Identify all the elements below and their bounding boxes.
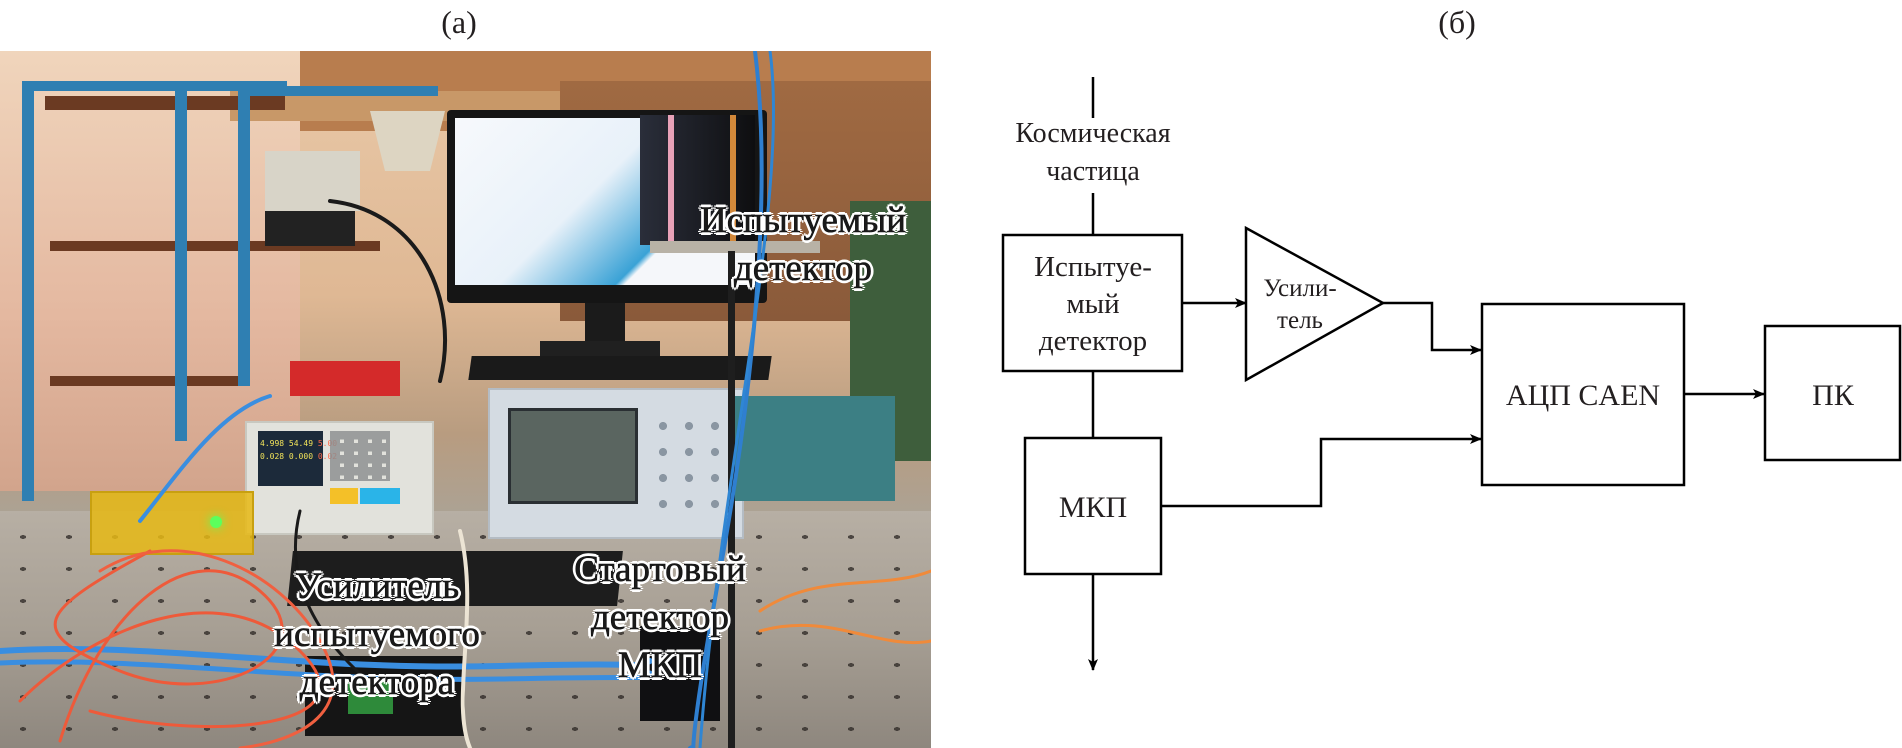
psu-reading: 0.028 <box>260 452 285 461</box>
label-line: испытуемого <box>274 614 480 656</box>
pc-block-label: ПК <box>1812 379 1855 412</box>
orange-cable <box>758 569 931 613</box>
power-supply-display: 4.998 54.49 5.00 0.028 0.000 0.02 <box>258 431 337 486</box>
psu-reading: 5.00 <box>317 439 338 448</box>
psu-reading: 4.998 <box>260 439 285 448</box>
rack-shelf-lower <box>50 376 250 386</box>
panel-a-title: (а) <box>441 4 477 40</box>
label-line: МКП <box>617 645 703 687</box>
amplifier-block-label: Усили- <box>1263 275 1336 302</box>
rack-shelf-middle <box>50 241 380 251</box>
rack-post <box>238 86 250 386</box>
mcp-to-adc-arrow <box>1161 434 1482 508</box>
test-detector-block-label: мый <box>1066 288 1119 320</box>
orange-cable <box>53 549 284 743</box>
label-line: детектора <box>299 662 455 704</box>
test-detector-block-label: детектор <box>1039 325 1147 357</box>
amplifier-block-label: тель <box>1277 307 1323 334</box>
photo-label-start-detector: Стартовый детектор МКП <box>540 546 780 690</box>
cosmic-particle-label: частица <box>1046 156 1140 187</box>
psu-terminal-strip <box>330 488 358 504</box>
adc-block <box>1480 302 1686 487</box>
black-cable <box>294 509 382 693</box>
rack-beam <box>238 86 438 96</box>
white-cable <box>458 529 472 748</box>
blue-cable <box>0 645 653 670</box>
black-cable <box>328 199 448 383</box>
label-line: детектор <box>733 248 873 290</box>
rack-beam <box>22 81 287 91</box>
orange-cable <box>18 611 322 729</box>
amplifier-block <box>1244 225 1386 383</box>
blue-cable <box>138 394 272 523</box>
instrument-box-dark <box>265 211 355 246</box>
psu-terminal-strip <box>360 488 400 504</box>
amplifier-led <box>210 516 222 528</box>
photo-label-amplifier: Усилитель испытуемого детектора <box>212 563 542 707</box>
monitor-stand <box>585 303 625 343</box>
blue-cable <box>688 51 764 748</box>
mcp-block-label: МКП <box>1059 491 1127 524</box>
orange-cable <box>98 549 335 748</box>
detector-strap-orange <box>730 115 736 250</box>
label-line: Усилитель <box>294 566 460 608</box>
lab-wall <box>0 51 300 491</box>
rack-post <box>22 81 34 501</box>
label-line: детектор <box>590 597 730 639</box>
amplifier-to-adc-arrow <box>1383 301 1482 355</box>
instrument-box <box>265 151 360 211</box>
teal-instrument <box>735 396 895 501</box>
pc-block <box>1763 324 1902 462</box>
oscilloscope-screen <box>508 408 638 504</box>
lamp <box>370 111 445 171</box>
test-detector-block-label: Испытуе- <box>1034 251 1152 283</box>
panel-b-title: (б) <box>1438 4 1476 40</box>
detector-strap-pink <box>668 115 674 250</box>
oscilloscope-knobs <box>650 413 730 523</box>
mini-pc <box>540 341 660 359</box>
rack-post <box>175 81 187 441</box>
label-line: Испытуемый <box>700 200 907 242</box>
mcp-block <box>1023 436 1163 576</box>
red-digitizer <box>290 361 400 396</box>
rack-shelf-top <box>45 96 285 110</box>
cosmic-particle-label: Космическая <box>1015 118 1170 149</box>
blue-cable <box>698 51 776 748</box>
label-line: Стартовый <box>574 549 746 591</box>
power-supply-keypad <box>330 431 390 481</box>
photo-label-test-detector: Испытуемый детектор <box>668 197 931 293</box>
orange-cable <box>758 623 931 645</box>
psu-reading: 0.000 <box>288 452 314 461</box>
test-detector-block <box>1001 233 1184 373</box>
adc-block-label: АЦП CAEN <box>1506 379 1660 412</box>
psu-reading: 54.49 <box>288 439 314 448</box>
cables <box>0 51 931 748</box>
psu-reading: 0.02 <box>317 452 338 461</box>
amplifier-box <box>90 491 254 555</box>
lab-setup-photo: 4.998 54.49 5.00 0.028 0.000 0.02 <box>0 51 931 748</box>
detector-mount-plate <box>650 241 820 253</box>
